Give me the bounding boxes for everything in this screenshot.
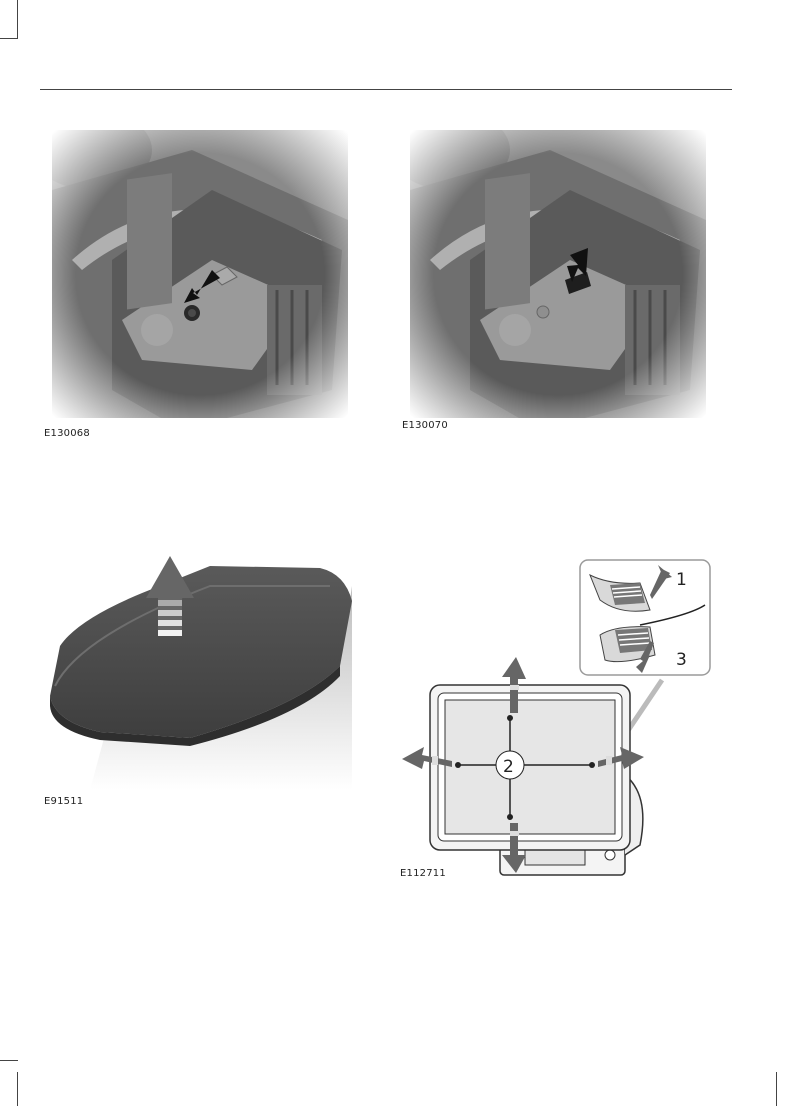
crop-mark: [17, 0, 18, 38]
callout-3-text: 3: [676, 650, 687, 670]
figure-code: E112711: [400, 868, 446, 879]
callout-2-text: 2: [503, 757, 514, 777]
figure-console-slot: [410, 130, 706, 418]
crop-mark: [17, 1072, 18, 1106]
figure-console-button: [52, 130, 348, 418]
figure-code: E130068: [44, 428, 90, 439]
header-rule: [40, 89, 732, 90]
crop-mark: [0, 1060, 18, 1061]
callout-1-text: 1: [676, 570, 687, 590]
figure-code: E130070: [402, 420, 448, 431]
figure-armrest-lift: [40, 546, 352, 790]
crop-mark: [0, 38, 18, 39]
figure-code: E91511: [44, 796, 83, 807]
figure-screen-removal: 1 3 2: [400, 555, 716, 880]
crop-mark: [776, 1072, 777, 1106]
